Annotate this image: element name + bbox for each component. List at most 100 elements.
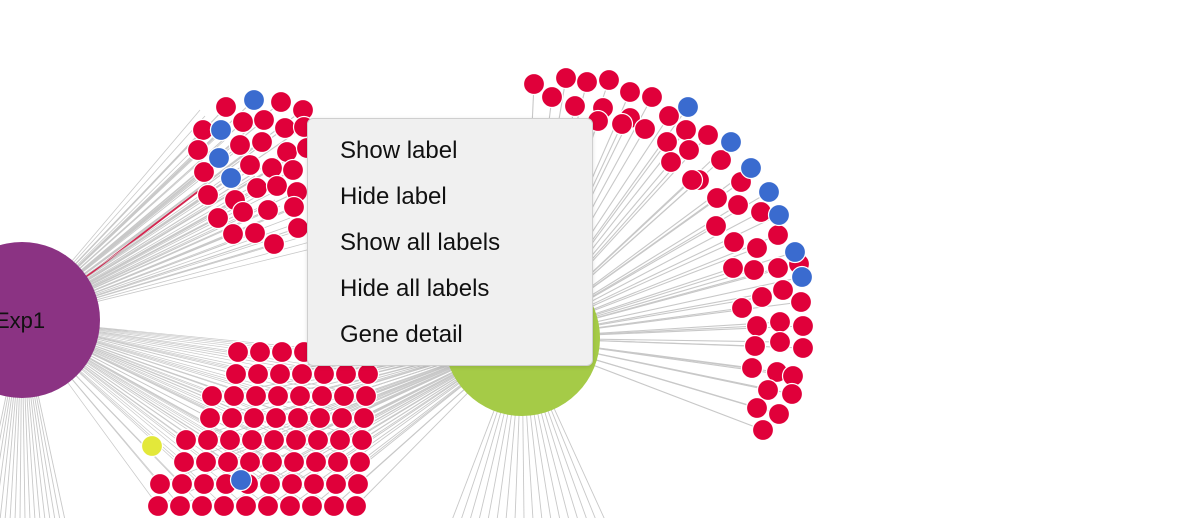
gene-node[interactable] [212, 494, 236, 518]
gene-node[interactable] [226, 340, 250, 364]
gene-node[interactable] [268, 362, 292, 386]
gene-node[interactable] [207, 146, 231, 170]
gene-node[interactable] [146, 494, 170, 518]
gene-node[interactable] [192, 160, 216, 184]
menu-item-gene-detail[interactable]: Gene detail [340, 321, 463, 348]
gene-node[interactable] [304, 450, 328, 474]
gene-node[interactable] [306, 428, 330, 452]
gene-node[interactable] [308, 406, 332, 430]
gene-node[interactable] [328, 428, 352, 452]
gene-node[interactable] [674, 118, 698, 142]
gene-node[interactable] [745, 314, 769, 338]
gene-node[interactable] [768, 310, 792, 334]
gene-node[interactable] [214, 95, 238, 119]
gene-node[interactable] [221, 222, 245, 246]
gene-node[interactable] [350, 428, 374, 452]
gene-node[interactable] [288, 384, 312, 408]
gene-node[interactable] [240, 428, 264, 452]
gene-node[interactable] [190, 494, 214, 518]
gene-node[interactable] [356, 362, 380, 386]
gene-node[interactable] [256, 198, 280, 222]
gene-node[interactable] [346, 472, 370, 496]
gene-node[interactable] [224, 362, 248, 386]
gene-node[interactable] [300, 494, 324, 518]
gene-node[interactable] [322, 494, 346, 518]
gene-node[interactable] [200, 384, 224, 408]
menu-item-show-all-labels[interactable]: Show all labels [340, 229, 501, 256]
gene-node[interactable] [238, 450, 262, 474]
gene-node[interactable] [192, 472, 216, 496]
gene-node[interactable] [148, 472, 172, 496]
gene-node[interactable] [522, 72, 546, 96]
gene-node[interactable] [554, 66, 578, 90]
gene-node[interactable] [231, 110, 255, 134]
gene-node[interactable] [324, 472, 348, 496]
gene-node[interactable] [743, 334, 767, 358]
gene-node[interactable] [280, 472, 304, 496]
gene-node[interactable] [273, 116, 297, 140]
gene-node-layer[interactable] [140, 66, 815, 518]
gene-node[interactable] [757, 180, 781, 204]
gene-node[interactable] [246, 362, 270, 386]
gene-node[interactable] [168, 494, 192, 518]
gene-node[interactable] [278, 494, 302, 518]
gene-node[interactable] [790, 265, 814, 289]
gene-node[interactable] [709, 148, 733, 172]
gene-node[interactable] [730, 296, 754, 320]
gene-node[interactable] [696, 123, 720, 147]
gene-node[interactable] [767, 402, 791, 426]
gene-node[interactable] [791, 336, 815, 360]
gene-node[interactable] [262, 428, 286, 452]
gene-node[interactable] [228, 133, 252, 157]
gene-node[interactable] [721, 256, 745, 280]
gene-node[interactable] [780, 382, 804, 406]
gene-node[interactable] [220, 406, 244, 430]
gene-node[interactable] [332, 384, 356, 408]
gene-node[interactable] [597, 68, 621, 92]
gene-node[interactable] [740, 356, 764, 380]
gene-node[interactable] [791, 314, 815, 338]
gene-node[interactable] [771, 278, 795, 302]
gene-node[interactable] [326, 450, 350, 474]
gene-node[interactable] [344, 494, 368, 518]
gene-node[interactable] [260, 450, 284, 474]
gene-node[interactable] [245, 176, 269, 200]
gene-node[interactable] [284, 428, 308, 452]
gene-node[interactable] [726, 193, 750, 217]
gene-node[interactable] [704, 214, 728, 238]
gene-node[interactable] [281, 158, 305, 182]
gene-node[interactable] [238, 153, 262, 177]
gene-node[interactable] [334, 362, 358, 386]
gene-node[interactable] [256, 494, 280, 518]
gene-node[interactable] [243, 221, 267, 245]
gene-node[interactable] [194, 450, 218, 474]
gene-node[interactable] [719, 130, 743, 154]
gene-node[interactable] [266, 384, 290, 408]
gene-node[interactable] [352, 406, 376, 430]
gene-node[interactable] [610, 112, 634, 136]
gene-node[interactable] [766, 223, 790, 247]
gene-node[interactable] [659, 150, 683, 174]
gene-node[interactable] [269, 90, 293, 114]
gene-node[interactable] [751, 418, 775, 442]
gene-node[interactable] [302, 472, 326, 496]
gene-node[interactable] [677, 138, 701, 162]
menu-item-hide-label[interactable]: Hide label [340, 183, 447, 210]
gene-node[interactable] [172, 450, 196, 474]
gene-node[interactable] [290, 362, 314, 386]
gene-node[interactable] [657, 104, 681, 128]
gene-node[interactable] [640, 85, 664, 109]
gene-node[interactable] [680, 168, 704, 192]
gene-node[interactable] [282, 195, 306, 219]
gene-node[interactable] [705, 186, 729, 210]
gene-node[interactable] [174, 428, 198, 452]
gene-node[interactable] [655, 130, 679, 154]
gene-node[interactable] [222, 384, 246, 408]
menu-item-show-label[interactable]: Show label [340, 137, 458, 164]
gene-node[interactable] [206, 206, 230, 230]
gene-node[interactable] [282, 450, 306, 474]
menu-item-hide-all-labels[interactable]: Hide all labels [340, 275, 490, 302]
hub-node-exp1[interactable] [0, 242, 100, 398]
gene-node[interactable] [618, 80, 642, 104]
